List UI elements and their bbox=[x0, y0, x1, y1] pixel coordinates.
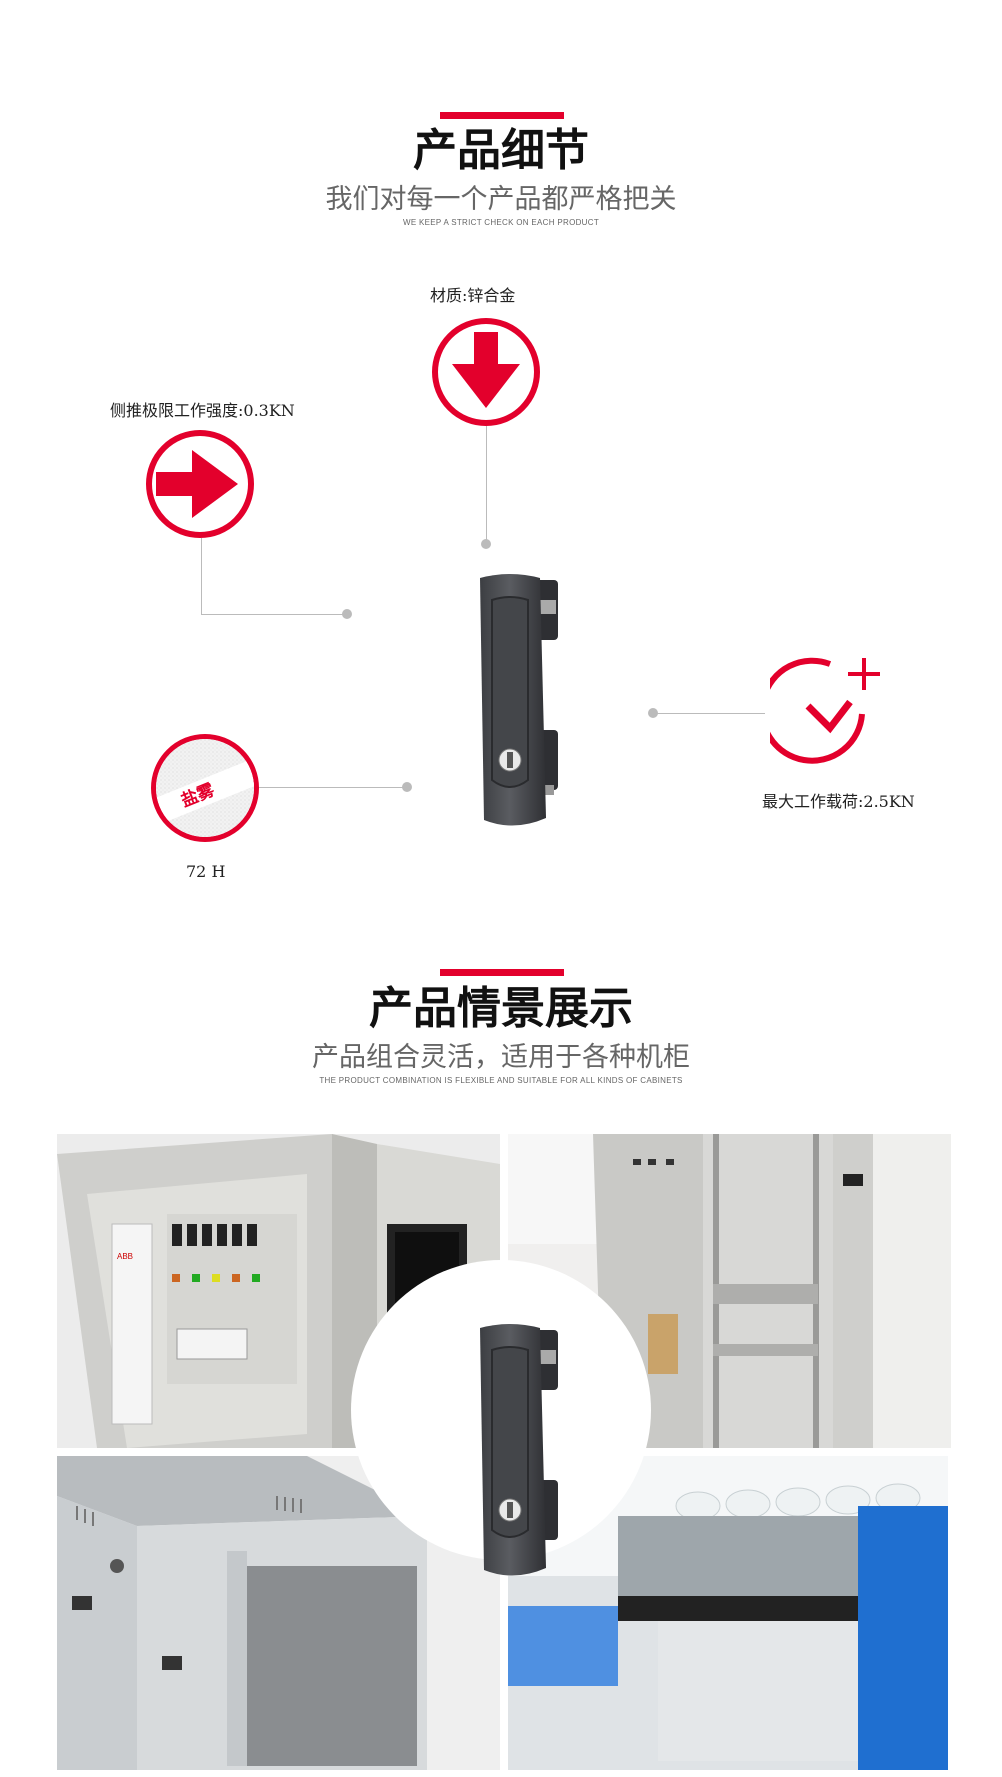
details-accent-bar bbox=[440, 112, 564, 119]
scene-product-handle-image bbox=[480, 1324, 558, 1576]
arrow-down-icon bbox=[452, 332, 520, 408]
side-push-connector-v bbox=[201, 538, 202, 614]
material-badge bbox=[432, 318, 540, 426]
max-load-label: 最大工作载荷:2.5KN bbox=[762, 792, 915, 811]
scenes-subtitle-en: THE PRODUCT COMBINATION IS FLEXIBLE AND … bbox=[319, 1076, 683, 1085]
salt-spray-icon bbox=[156, 739, 254, 837]
material-label: 材质:锌合金 bbox=[430, 286, 516, 305]
material-connector bbox=[486, 426, 487, 544]
details-title: 产品细节 bbox=[413, 125, 589, 176]
arrow-right-icon bbox=[156, 450, 238, 518]
scenes-title: 产品情景展示 bbox=[369, 983, 633, 1034]
lock-icon bbox=[507, 1502, 513, 1518]
side-push-connector-h bbox=[201, 614, 347, 615]
clock-plus-icon bbox=[770, 657, 880, 764]
salt-spray-badge: 盐雾 bbox=[151, 734, 259, 842]
salt-spray-hours-label: 72 H bbox=[186, 862, 226, 881]
max-load-connector bbox=[653, 713, 765, 714]
salt-spray-connector bbox=[259, 787, 407, 788]
details-subtitle: 我们对每一个产品都严格把关 bbox=[325, 184, 677, 215]
scenes-subtitle: 产品组合灵活，适用于各种机柜 bbox=[312, 1042, 690, 1073]
cabinet-brand-text: ABB bbox=[117, 1252, 133, 1261]
details-subtitle-en: WE KEEP A STRICT CHECK ON EACH PRODUCT bbox=[402, 218, 600, 227]
salt-spray-dot bbox=[402, 782, 412, 792]
material-dot bbox=[481, 539, 491, 549]
side-push-badge bbox=[146, 430, 254, 538]
side-push-label: 侧推极限工作强度:0.3KN bbox=[110, 401, 295, 420]
product-handle-image bbox=[480, 574, 558, 826]
scenes-accent-bar bbox=[440, 969, 564, 976]
side-push-dot bbox=[342, 609, 352, 619]
